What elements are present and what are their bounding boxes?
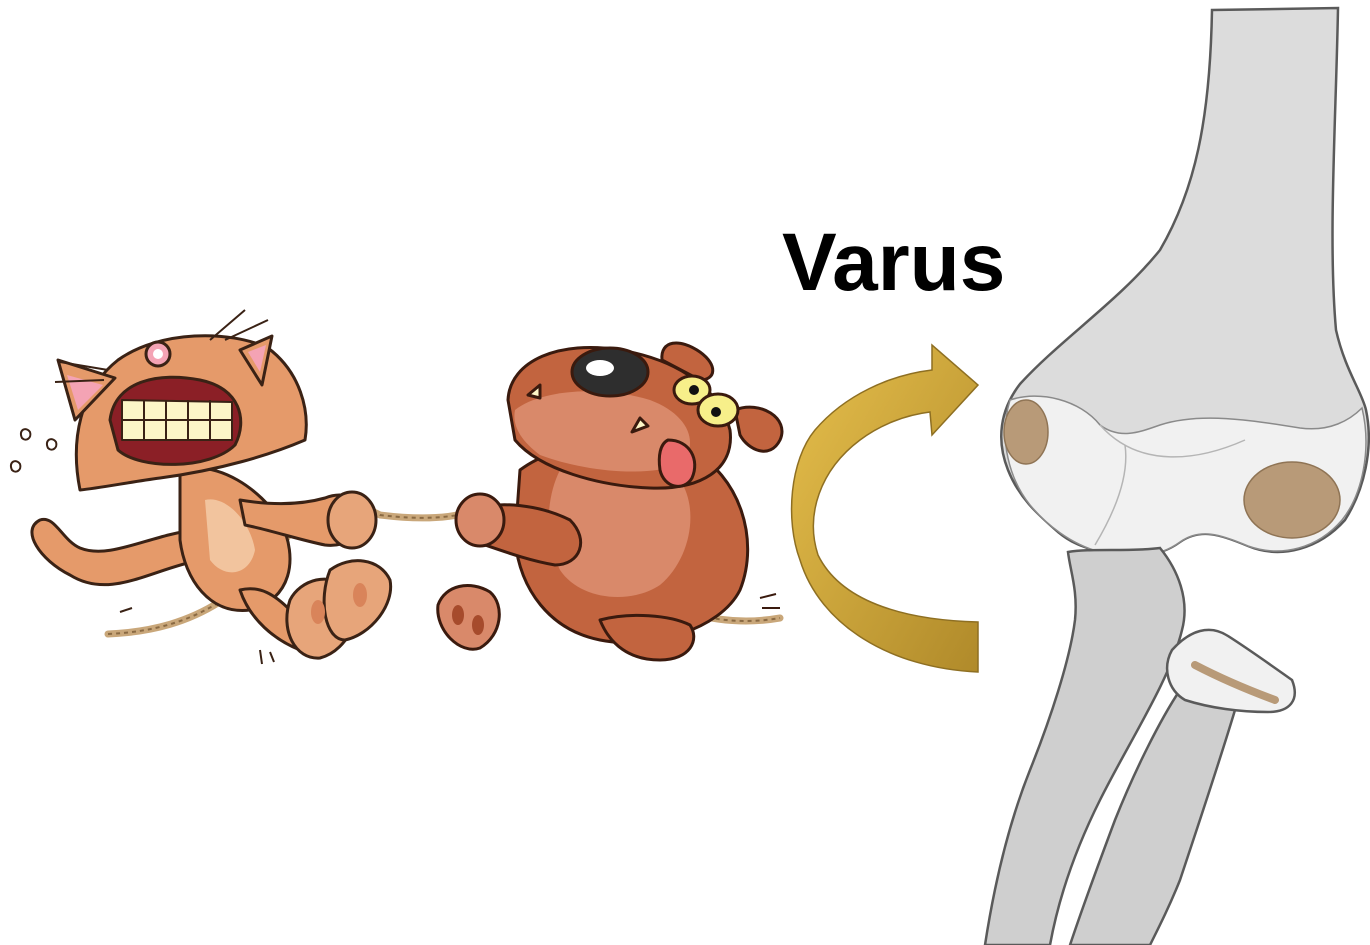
cartoon-dog	[438, 343, 782, 660]
curved-arrow-icon	[792, 345, 978, 672]
elbow-joint-diagram	[985, 8, 1369, 945]
varus-label: Varus	[782, 222, 1005, 304]
medial-epicondyle-mark	[1004, 400, 1048, 464]
lateral-epicondyle-mark	[1244, 462, 1340, 538]
